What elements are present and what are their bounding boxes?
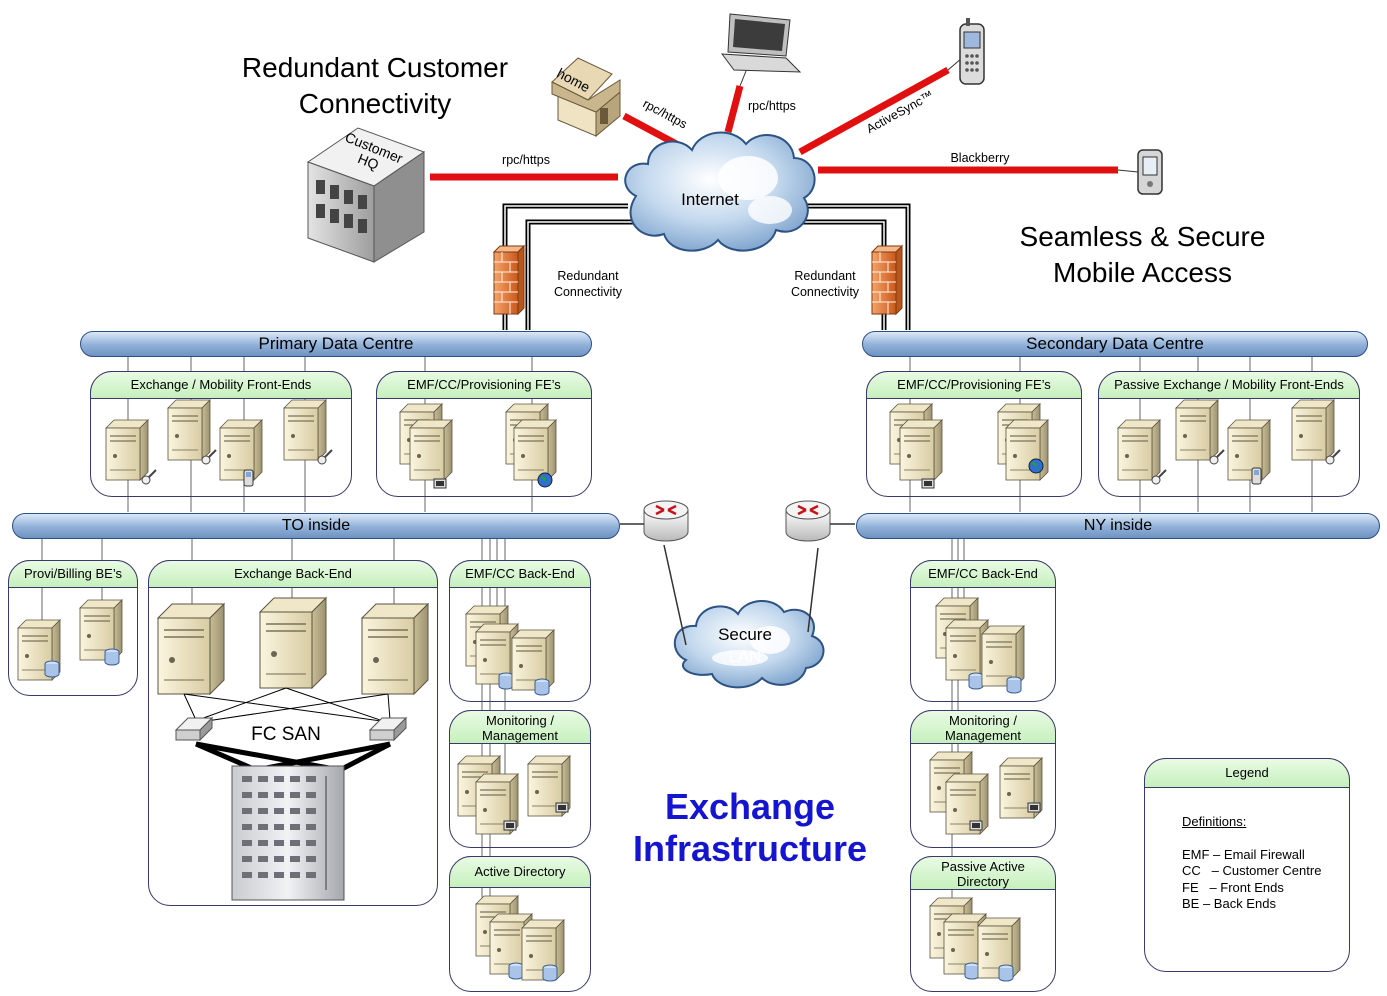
heading-exchange-infrastructure: Exchange Infrastructure bbox=[600, 786, 900, 870]
group-monitoring-primary-label: Monitoring / Management bbox=[449, 710, 591, 744]
heading-customer-connectivity: Redundant Customer Connectivity bbox=[210, 50, 540, 122]
laptop-link-label: rpc/https bbox=[748, 99, 796, 113]
group-exchange-back-end-label: Exchange Back-End bbox=[148, 560, 438, 588]
monitoring-primary-line1: Monitoring / bbox=[486, 713, 554, 728]
legend-definitions: Definitions: EMF – Email Firewall CC – C… bbox=[1182, 814, 1321, 913]
passive-ad-line2: Directory bbox=[956, 874, 1009, 889]
legend-item: FE – Front Ends bbox=[1182, 879, 1284, 895]
monitoring-secondary-line1: Monitoring / bbox=[949, 713, 1017, 728]
group-monitoring-secondary: Monitoring / Management bbox=[910, 710, 1056, 848]
blackberry-device-icon bbox=[1137, 149, 1163, 195]
legend-definitions-heading: Definitions: bbox=[1182, 814, 1247, 829]
secure-lan-line1: Secure bbox=[718, 625, 772, 644]
router-ny-icon bbox=[784, 499, 832, 543]
heading-exchange-line1: Exchange bbox=[664, 786, 836, 827]
group-active-directory-label: Active Directory bbox=[449, 856, 591, 888]
group-emf-cc-prov-fe-primary-label: EMF/CC/Provisioning FE’s bbox=[376, 371, 592, 399]
legend-title: Legend bbox=[1144, 758, 1350, 788]
group-provi-billing-be: Provi/Billing BE’s bbox=[8, 560, 138, 696]
group-exchange-mobility-fe-label: Exchange / Mobility Front-Ends bbox=[90, 371, 352, 399]
group-emf-cc-prov-fe-secondary: EMF/CC/Provisioning FE’s bbox=[866, 371, 1082, 497]
ny-inside-network: NY inside bbox=[856, 513, 1380, 539]
group-monitoring-primary: Monitoring / Management bbox=[449, 710, 591, 848]
group-emf-cc-be-secondary-label: EMF/CC Back-End bbox=[910, 560, 1056, 588]
heading-mobile-access-line2: Mobile Access bbox=[1053, 257, 1232, 288]
firewall-right-icon bbox=[871, 245, 903, 315]
external-links bbox=[430, 66, 1118, 181]
passive-ad-line1: Passive Active bbox=[941, 859, 1025, 874]
hq-link-label: rpc/https bbox=[502, 153, 550, 167]
secure-lan-label: Secure LAN bbox=[700, 624, 790, 668]
firewall-left-label: Redundant Connectivity bbox=[545, 268, 631, 300]
firewall-right-label: Redundant Connectivity bbox=[782, 268, 868, 300]
secure-lan-links bbox=[663, 544, 819, 646]
internet-label: Internet bbox=[681, 190, 739, 209]
san-storage-array-icon bbox=[231, 765, 345, 901]
customer-hq-building-icon bbox=[306, 127, 426, 263]
fc-san-label: FC SAN bbox=[251, 724, 321, 745]
primary-data-centre-network: Primary Data Centre bbox=[80, 331, 592, 357]
firewall-left-line2: Connectivity bbox=[553, 285, 623, 299]
laptop-icon bbox=[720, 13, 802, 73]
mobile-phone-icon bbox=[959, 18, 985, 85]
group-emf-cc-prov-fe-secondary-label: EMF/CC/Provisioning FE’s bbox=[866, 371, 1082, 399]
group-passive-active-directory: Passive Active Directory bbox=[910, 856, 1056, 992]
group-exchange-mobility-fe: Exchange / Mobility Front-Ends bbox=[90, 371, 352, 497]
firewall-right-line2: Connectivity bbox=[790, 285, 860, 299]
group-monitoring-secondary-label: Monitoring / Management bbox=[910, 710, 1056, 744]
secure-lan-cloud bbox=[673, 599, 825, 689]
legend-item: EMF – Email Firewall bbox=[1182, 846, 1305, 862]
legend-item: CC – Customer Centre bbox=[1182, 863, 1322, 878]
group-passive-active-directory-label: Passive Active Directory bbox=[910, 856, 1056, 890]
heading-exchange-line2: Infrastructure bbox=[632, 828, 868, 869]
group-passive-exchange-mobility-fe: Passive Exchange / Mobility Front-Ends bbox=[1098, 371, 1360, 497]
heading-customer-connectivity-line2: Connectivity bbox=[298, 88, 452, 119]
group-emf-cc-be-primary: EMF/CC Back-End bbox=[449, 560, 591, 702]
heading-mobile-access: Seamless & Secure Mobile Access bbox=[990, 219, 1295, 291]
group-active-directory: Active Directory bbox=[449, 856, 591, 992]
group-exchange-back-end: Exchange Back-End bbox=[148, 560, 438, 906]
to-inside-network: TO inside bbox=[12, 513, 620, 539]
router-to-icon bbox=[642, 499, 690, 543]
firewall-right-line1: Redundant bbox=[794, 269, 856, 283]
heading-mobile-access-line1: Seamless & Secure bbox=[1019, 221, 1266, 252]
internet-cloud bbox=[624, 131, 816, 252]
pda-link-label: Blackberry bbox=[950, 151, 1010, 165]
monitoring-secondary-line2: Management bbox=[945, 728, 1021, 743]
laptop-link bbox=[724, 85, 744, 133]
secure-lan-line2: LAN bbox=[728, 647, 762, 666]
firewall-left-line1: Redundant bbox=[557, 269, 619, 283]
group-passive-exchange-mobility-fe-label: Passive Exchange / Mobility Front-Ends bbox=[1098, 371, 1360, 399]
monitoring-primary-line2: Management bbox=[482, 728, 558, 743]
heading-customer-connectivity-line1: Redundant Customer bbox=[241, 52, 509, 83]
legend-item: BE – Back Ends bbox=[1182, 896, 1276, 911]
group-emf-cc-prov-fe-primary: EMF/CC/Provisioning FE’s bbox=[376, 371, 592, 497]
group-emf-cc-be-primary-label: EMF/CC Back-End bbox=[449, 560, 591, 588]
group-emf-cc-be-secondary: EMF/CC Back-End bbox=[910, 560, 1056, 702]
home-icon bbox=[551, 57, 621, 138]
group-provi-billing-be-label: Provi/Billing BE’s bbox=[8, 560, 138, 588]
phone-link bbox=[798, 66, 950, 156]
secondary-data-centre-network: Secondary Data Centre bbox=[862, 331, 1368, 357]
legend-box: Legend bbox=[1144, 758, 1350, 972]
firewall-left-icon bbox=[493, 245, 525, 315]
